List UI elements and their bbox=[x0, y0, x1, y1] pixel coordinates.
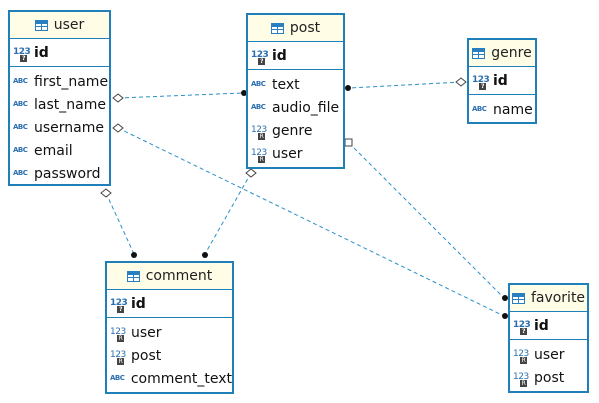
connector-diamond-genre bbox=[455, 77, 467, 87]
table-icon bbox=[126, 270, 140, 282]
rel-user-post bbox=[117, 92, 244, 99]
entity-favorite-header[interactable]: favorite bbox=[510, 285, 587, 312]
numeric-key-icon: 123? bbox=[13, 47, 31, 62]
connector-diamond-user-username bbox=[112, 123, 124, 133]
connector-dot-post-user bbox=[241, 90, 247, 96]
connector-dot-favorite-user bbox=[502, 313, 508, 319]
text-type-icon: ABC bbox=[13, 100, 28, 108]
text-type-icon: ABC bbox=[251, 103, 266, 111]
entity-favorite-title: favorite bbox=[530, 290, 586, 306]
numeric-key-icon: 123? bbox=[251, 50, 269, 65]
text-type-icon: ABC bbox=[13, 169, 28, 177]
entity-post-title: post bbox=[289, 20, 321, 36]
table-icon bbox=[270, 22, 284, 34]
connector-dot-post-genre bbox=[345, 85, 351, 91]
entity-comment-pk[interactable]: 123? id bbox=[107, 290, 232, 318]
connector-diamond-post-bottom bbox=[245, 168, 257, 178]
entity-user-header[interactable]: user bbox=[10, 12, 109, 39]
connector-dot-comment-post bbox=[202, 252, 208, 258]
entity-user-pk[interactable]: 123? id bbox=[10, 39, 109, 67]
connector-dot-favorite-post bbox=[502, 295, 508, 301]
entity-comment-title: comment bbox=[145, 268, 213, 284]
text-type-icon: ABC bbox=[251, 80, 266, 88]
entity-user-title: user bbox=[53, 17, 85, 33]
rel-post-comment bbox=[204, 172, 252, 255]
text-type-icon: ABC bbox=[472, 105, 487, 113]
rel-user-comment bbox=[105, 192, 135, 255]
table-icon bbox=[472, 47, 486, 59]
text-type-icon: ABC bbox=[13, 123, 28, 131]
numeric-key-icon: 123? bbox=[472, 75, 490, 90]
entity-post-pk[interactable]: 123? id bbox=[248, 42, 343, 70]
entity-genre-title: genre bbox=[491, 45, 532, 61]
table-icon bbox=[511, 292, 525, 304]
rel-user-favorite bbox=[117, 127, 505, 317]
text-type-icon: ABC bbox=[110, 374, 125, 382]
text-type-icon: ABC bbox=[13, 77, 28, 85]
entity-comment-header[interactable]: comment bbox=[107, 263, 232, 290]
connector-dot-comment-user bbox=[131, 252, 137, 258]
entity-genre-pk[interactable]: 123? id bbox=[469, 67, 535, 95]
numeric-key-icon: 123? bbox=[110, 298, 128, 313]
entity-genre-header[interactable]: genre bbox=[469, 40, 535, 67]
table-icon bbox=[34, 19, 48, 31]
numeric-key-icon: 123? bbox=[513, 320, 531, 335]
connector-diamond-user-bottom bbox=[100, 188, 112, 198]
entity-favorite-pk[interactable]: 123? id bbox=[510, 312, 587, 340]
connector-diamond-user-post bbox=[112, 93, 124, 103]
rel-genre-post bbox=[348, 81, 462, 89]
text-type-icon: ABC bbox=[13, 146, 28, 154]
rel-post-favorite bbox=[348, 142, 505, 299]
connector-square-post-favorite bbox=[344, 138, 353, 147]
entity-post-header[interactable]: post bbox=[248, 15, 343, 42]
